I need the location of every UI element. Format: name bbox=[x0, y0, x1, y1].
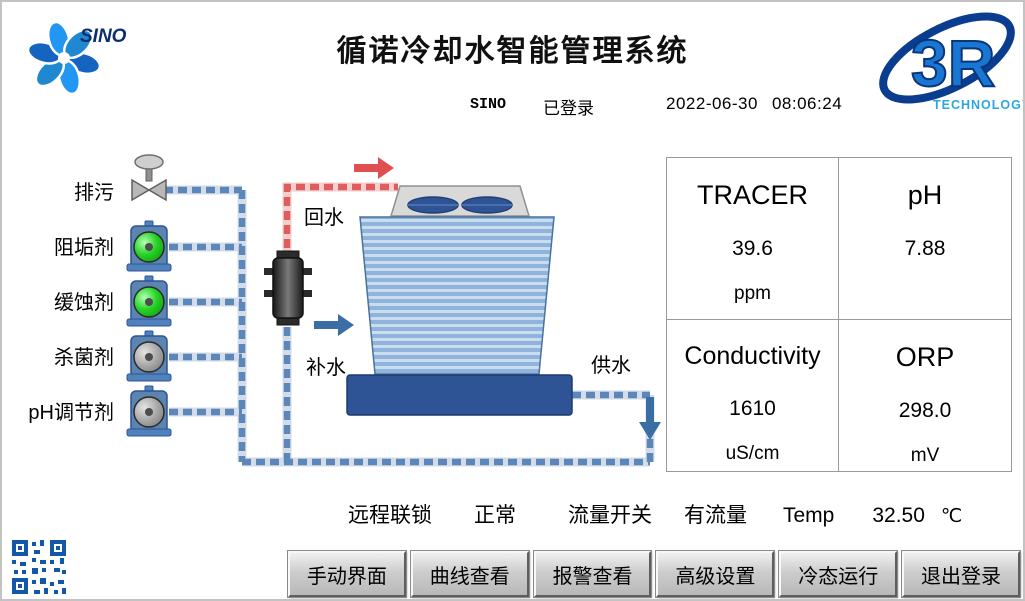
sino-flower-icon bbox=[26, 20, 102, 96]
pump-biocide bbox=[126, 330, 172, 382]
reading-unit: ppm bbox=[734, 283, 771, 304]
reading-unit: uS/cm bbox=[725, 443, 780, 464]
flow-switch-value: 有流量 bbox=[684, 504, 747, 527]
reading-value: 298.0 bbox=[898, 399, 952, 422]
manual-screen-button[interactable]: 手动界面 bbox=[287, 550, 407, 598]
filter-device bbox=[264, 250, 312, 326]
reading-name: Conductivity bbox=[684, 342, 821, 370]
interlock-label: 远程联锁 bbox=[348, 504, 432, 527]
logout-button[interactable]: 退出登录 bbox=[901, 550, 1021, 598]
blowdown-valve bbox=[131, 154, 167, 202]
pump-ph-adjuster bbox=[126, 385, 172, 437]
login-status: 已登录 bbox=[543, 99, 594, 118]
alarm-view-button[interactable]: 报警查看 bbox=[532, 550, 653, 598]
reading-name: ORP bbox=[895, 342, 955, 372]
blowdown-label: 排污 bbox=[74, 181, 114, 204]
3r-logo: 3R TECHNOLOGY bbox=[879, 12, 1023, 112]
reading-ph: pH 7.88 bbox=[839, 158, 1011, 320]
return-water-pipe bbox=[282, 182, 398, 262]
reading-tracer: TRACER 39.6 ppm bbox=[667, 158, 839, 320]
date-text: 2022-06-30 bbox=[666, 94, 758, 113]
reading-unit: mV bbox=[910, 445, 940, 466]
scale-inhibitor-label: 阻垢剂 bbox=[54, 236, 114, 259]
corrosion-inhibitor-label: 缓蚀剂 bbox=[54, 291, 114, 314]
pump-scale-inhibitor bbox=[126, 220, 172, 272]
page-title: 循诺冷却水智能管理系统 bbox=[336, 35, 689, 68]
readings-panel: TRACER 39.6 ppm pH 7.88 Conductivity 161… bbox=[666, 157, 1012, 472]
reading-value: 39.6 bbox=[732, 237, 773, 260]
curve-view-button[interactable]: 曲线查看 bbox=[409, 550, 530, 598]
pump-corrosion-inhibitor bbox=[126, 275, 172, 327]
return-water-label: 回水 bbox=[304, 206, 344, 229]
reading-value: 7.88 bbox=[904, 237, 946, 260]
reading-value: 1610 bbox=[729, 397, 776, 420]
qr-code-icon bbox=[10, 538, 68, 596]
sino-logo-text: SINO bbox=[80, 26, 127, 47]
reading-orp: ORP 298.0 mV bbox=[839, 320, 1011, 471]
advanced-settings-button[interactable]: 高级设置 bbox=[655, 550, 776, 598]
3r-logo-subtext: TECHNOLOGY bbox=[933, 98, 1023, 112]
sino-logo: SINO bbox=[26, 20, 127, 96]
reading-name: pH bbox=[907, 180, 943, 210]
logged-in-user: SINO bbox=[470, 96, 507, 113]
supply-flow-arrow-icon bbox=[639, 397, 661, 440]
interlock-value: 正常 bbox=[474, 504, 516, 527]
tower-body bbox=[359, 216, 555, 375]
flow-switch-label: 流量开关 bbox=[568, 504, 652, 527]
tower-basin bbox=[346, 374, 573, 416]
temp-unit: ℃ bbox=[940, 506, 963, 527]
process-diagram: 排污 阻垢剂 缓蚀剂 杀菌剂 pH调节剂 回水 补水 供水 bbox=[28, 154, 661, 467]
time-text: 08:06:24 bbox=[771, 94, 843, 113]
reading-name: TRACER bbox=[696, 180, 808, 210]
datetime: 2022-06-30 08:06:24 bbox=[666, 94, 842, 114]
nav-button-row: 手动界面 曲线查看 报警查看 高级设置 冷态运行 退出登录 bbox=[287, 550, 1021, 598]
return-flow-arrow-icon bbox=[354, 157, 394, 179]
cold-run-button[interactable]: 冷态运行 bbox=[778, 550, 899, 598]
supply-water-label: 供水 bbox=[591, 354, 631, 377]
biocide-label: 杀菌剂 bbox=[54, 346, 114, 369]
status-bar: 远程联锁 正常 流量开关 有流量 Temp 32.50 ℃ bbox=[348, 499, 962, 529]
makeup-flow-arrow-icon bbox=[314, 314, 354, 336]
3r-swoosh-icon bbox=[879, 12, 1015, 104]
makeup-water-label: 补水 bbox=[306, 356, 346, 379]
3r-logo-text: 3R bbox=[911, 26, 995, 100]
ph-adjuster-label: pH调节剂 bbox=[28, 401, 114, 424]
cooling-tower bbox=[346, 185, 573, 416]
reading-conductivity: Conductivity 1610 uS/cm bbox=[667, 320, 839, 471]
temp-label: Temp bbox=[783, 504, 835, 527]
temp-value: 32.50 bbox=[872, 504, 925, 527]
